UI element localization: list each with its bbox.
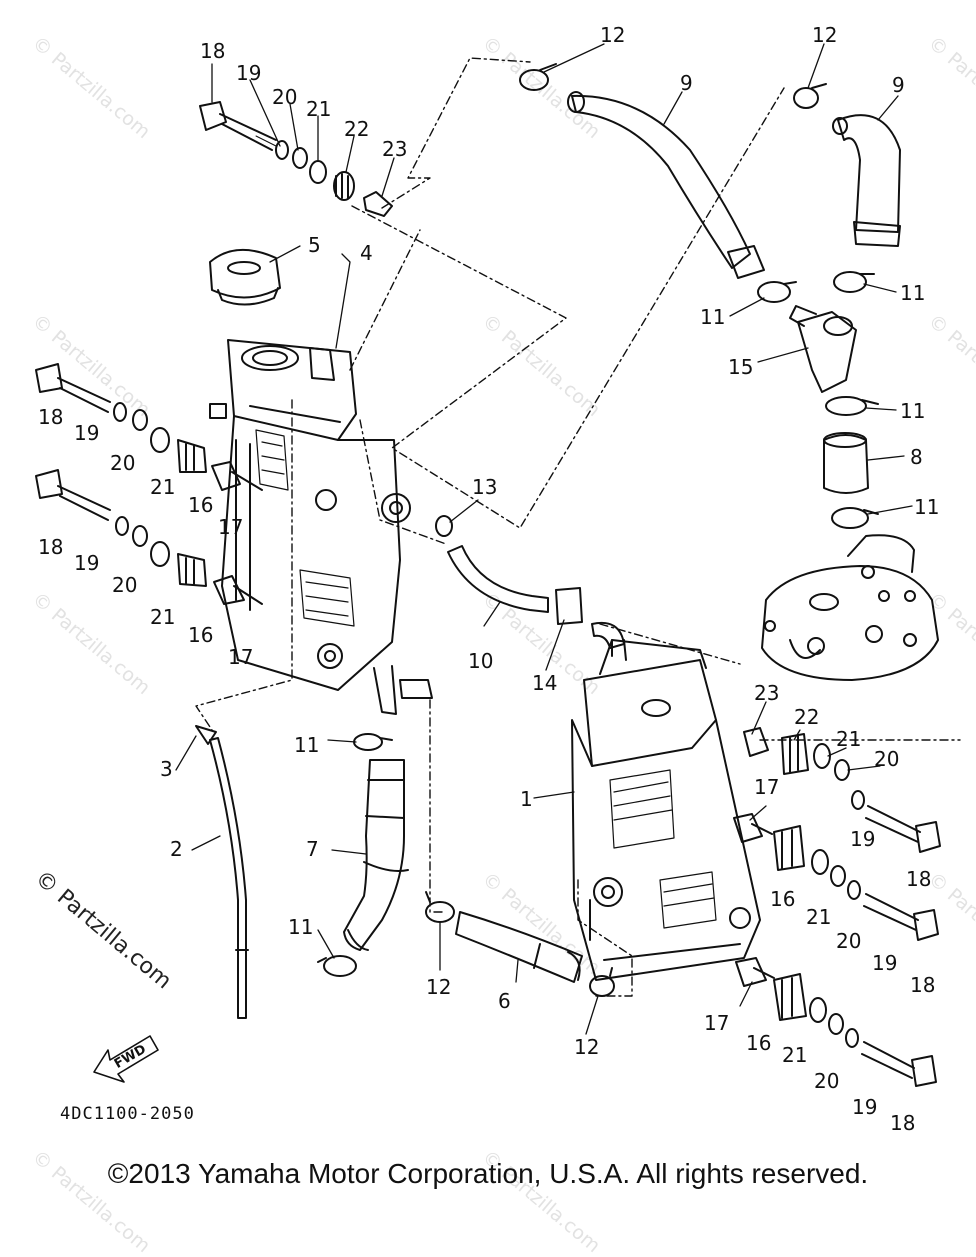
callout-23: 23 bbox=[754, 681, 779, 705]
callout-7: 7 bbox=[306, 837, 319, 861]
upper-hose-9b bbox=[837, 114, 901, 233]
callout-16: 16 bbox=[188, 623, 213, 647]
callout-18: 18 bbox=[910, 973, 935, 997]
upper-hose-9a bbox=[571, 94, 751, 269]
hose-end bbox=[727, 245, 765, 279]
fitting-14 bbox=[555, 587, 583, 625]
callout-21: 21 bbox=[806, 905, 831, 929]
callout-11: 11 bbox=[900, 281, 925, 305]
callout-18: 18 bbox=[890, 1111, 915, 1135]
callout-3: 3 bbox=[160, 757, 173, 781]
callout-11: 11 bbox=[700, 305, 725, 329]
callout-6: 6 bbox=[498, 989, 511, 1013]
callout-16: 16 bbox=[188, 493, 213, 517]
callout-20: 20 bbox=[272, 85, 297, 109]
callout-21: 21 bbox=[150, 475, 175, 499]
callout-22: 22 bbox=[794, 705, 819, 729]
hardware-stack-top bbox=[199, 101, 393, 217]
callout-12: 12 bbox=[600, 23, 625, 47]
callout-11: 11 bbox=[914, 495, 939, 519]
leader-lines bbox=[195, 57, 961, 997]
callout-1: 1 bbox=[520, 787, 533, 811]
callout-12: 12 bbox=[812, 23, 837, 47]
hardware-stack-right-mid bbox=[733, 813, 939, 941]
hardware-stack-left-upper bbox=[35, 363, 263, 491]
callout-22: 22 bbox=[344, 117, 369, 141]
callout-18: 18 bbox=[38, 405, 63, 429]
callout-17: 17 bbox=[704, 1011, 729, 1035]
callout-12: 12 bbox=[426, 975, 451, 999]
callout-21: 21 bbox=[306, 97, 331, 121]
callout-11: 11 bbox=[294, 733, 319, 757]
callout-2: 2 bbox=[170, 837, 183, 861]
callout-19: 19 bbox=[852, 1095, 877, 1119]
parts-diagram-page: © Partzilla.com © Partzilla.com © Partzi… bbox=[28, 23, 976, 1257]
callout-19: 19 bbox=[74, 551, 99, 575]
short-hose-8 bbox=[823, 434, 869, 494]
callout-20: 20 bbox=[110, 451, 135, 475]
callout-11: 11 bbox=[900, 399, 925, 423]
copyright-notice: ©2013 Yamaha Motor Corporation, U.S.A. A… bbox=[107, 1158, 869, 1189]
callout-11: 11 bbox=[288, 915, 313, 939]
callout-19: 19 bbox=[236, 61, 261, 85]
callout-19: 19 bbox=[74, 421, 99, 445]
callout-20: 20 bbox=[836, 929, 861, 953]
callout-5: 5 bbox=[308, 233, 321, 257]
hose-end bbox=[853, 221, 901, 247]
callout-17: 17 bbox=[228, 645, 253, 669]
callout-14: 14 bbox=[532, 671, 557, 695]
callout-10: 10 bbox=[468, 649, 493, 673]
callout-16: 16 bbox=[746, 1031, 771, 1055]
left-radiator bbox=[209, 339, 433, 715]
cylinder-head bbox=[761, 534, 939, 681]
small-hose-10 bbox=[447, 545, 549, 613]
callout-20: 20 bbox=[814, 1069, 839, 1093]
breather-hose-2 bbox=[209, 737, 247, 1019]
callout-9: 9 bbox=[892, 73, 905, 97]
fwd-arrow-icon: FWD bbox=[93, 1035, 159, 1083]
callout-19: 19 bbox=[850, 827, 875, 851]
fitting-15 bbox=[797, 311, 857, 393]
callout-19: 19 bbox=[872, 951, 897, 975]
callout-17: 17 bbox=[218, 515, 243, 539]
callout-21: 21 bbox=[782, 1043, 807, 1067]
radiator-cap bbox=[209, 248, 281, 306]
callout-4: 4 bbox=[360, 241, 373, 265]
callout-17: 17 bbox=[754, 775, 779, 799]
callout-15: 15 bbox=[728, 355, 753, 379]
callout-9: 9 bbox=[680, 71, 693, 95]
callout-leaders bbox=[175, 43, 913, 1035]
diagram-code: 4DC1100-2050 bbox=[60, 1104, 195, 1124]
callout-18: 18 bbox=[200, 39, 225, 63]
hardware-stack-right-top bbox=[743, 727, 941, 853]
callout-20: 20 bbox=[112, 573, 137, 597]
hardware-stack-left-lower bbox=[35, 469, 263, 605]
callout-21: 21 bbox=[150, 605, 175, 629]
callout-18: 18 bbox=[38, 535, 63, 559]
hardware-stack-right-bottom bbox=[735, 957, 937, 1087]
radiator-diagram: 18 19 20 21 22 23 12 12 9 9 5 4 11 11 15… bbox=[35, 23, 961, 1135]
callout-12: 12 bbox=[574, 1035, 599, 1059]
callout-21: 21 bbox=[836, 727, 861, 751]
callouts: 18 19 20 21 22 23 12 12 9 9 5 4 11 11 15… bbox=[38, 23, 939, 1135]
callout-23: 23 bbox=[382, 137, 407, 161]
lower-hose-7 bbox=[343, 759, 405, 951]
lower-hose-6 bbox=[455, 911, 583, 983]
right-radiator bbox=[571, 639, 761, 981]
hose-clamps bbox=[195, 63, 879, 997]
callout-8: 8 bbox=[910, 445, 923, 469]
callout-13: 13 bbox=[472, 475, 497, 499]
callout-18: 18 bbox=[906, 867, 931, 891]
callout-20: 20 bbox=[874, 747, 899, 771]
callout-16: 16 bbox=[770, 887, 795, 911]
